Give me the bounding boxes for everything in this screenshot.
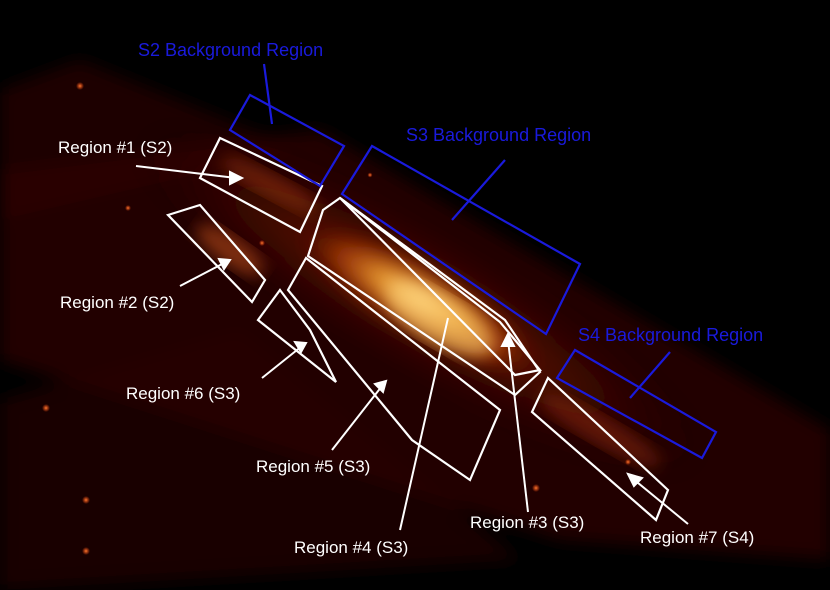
region-6-label: Region #6 (S3) [126, 384, 240, 403]
region-1-box [198, 136, 324, 234]
region-3-label: Region #3 (S3) [470, 513, 584, 532]
source-regions [165, 136, 670, 522]
region-7-box [530, 376, 670, 522]
region-pointers [135, 165, 689, 531]
galaxy-emission [132, 127, 708, 473]
region-4-label: Region #4 (S3) [294, 538, 408, 557]
background-regions [228, 93, 718, 460]
region-1-label: Region #1 (S2) [58, 138, 172, 157]
s2-background-label: S2 Background Region [138, 40, 323, 60]
s2-background-box [228, 93, 346, 188]
background-pointers [262, 63, 671, 399]
s3-background-box [340, 144, 582, 336]
s4-background-box [555, 348, 718, 460]
region-5-label: Region #5 (S3) [256, 457, 370, 476]
region-6-box [256, 288, 337, 383]
s4-background-label: S4 Background Region [578, 325, 763, 345]
region-4-box [306, 196, 542, 397]
region-5-box [286, 256, 502, 482]
region-2-label: Region #2 (S2) [60, 293, 174, 312]
region-7-label: Region #7 (S4) [640, 528, 754, 547]
s3-background-label: S3 Background Region [406, 125, 591, 145]
point-sources [42, 82, 631, 555]
region-3-box [339, 197, 543, 377]
region-2-box [165, 203, 267, 304]
